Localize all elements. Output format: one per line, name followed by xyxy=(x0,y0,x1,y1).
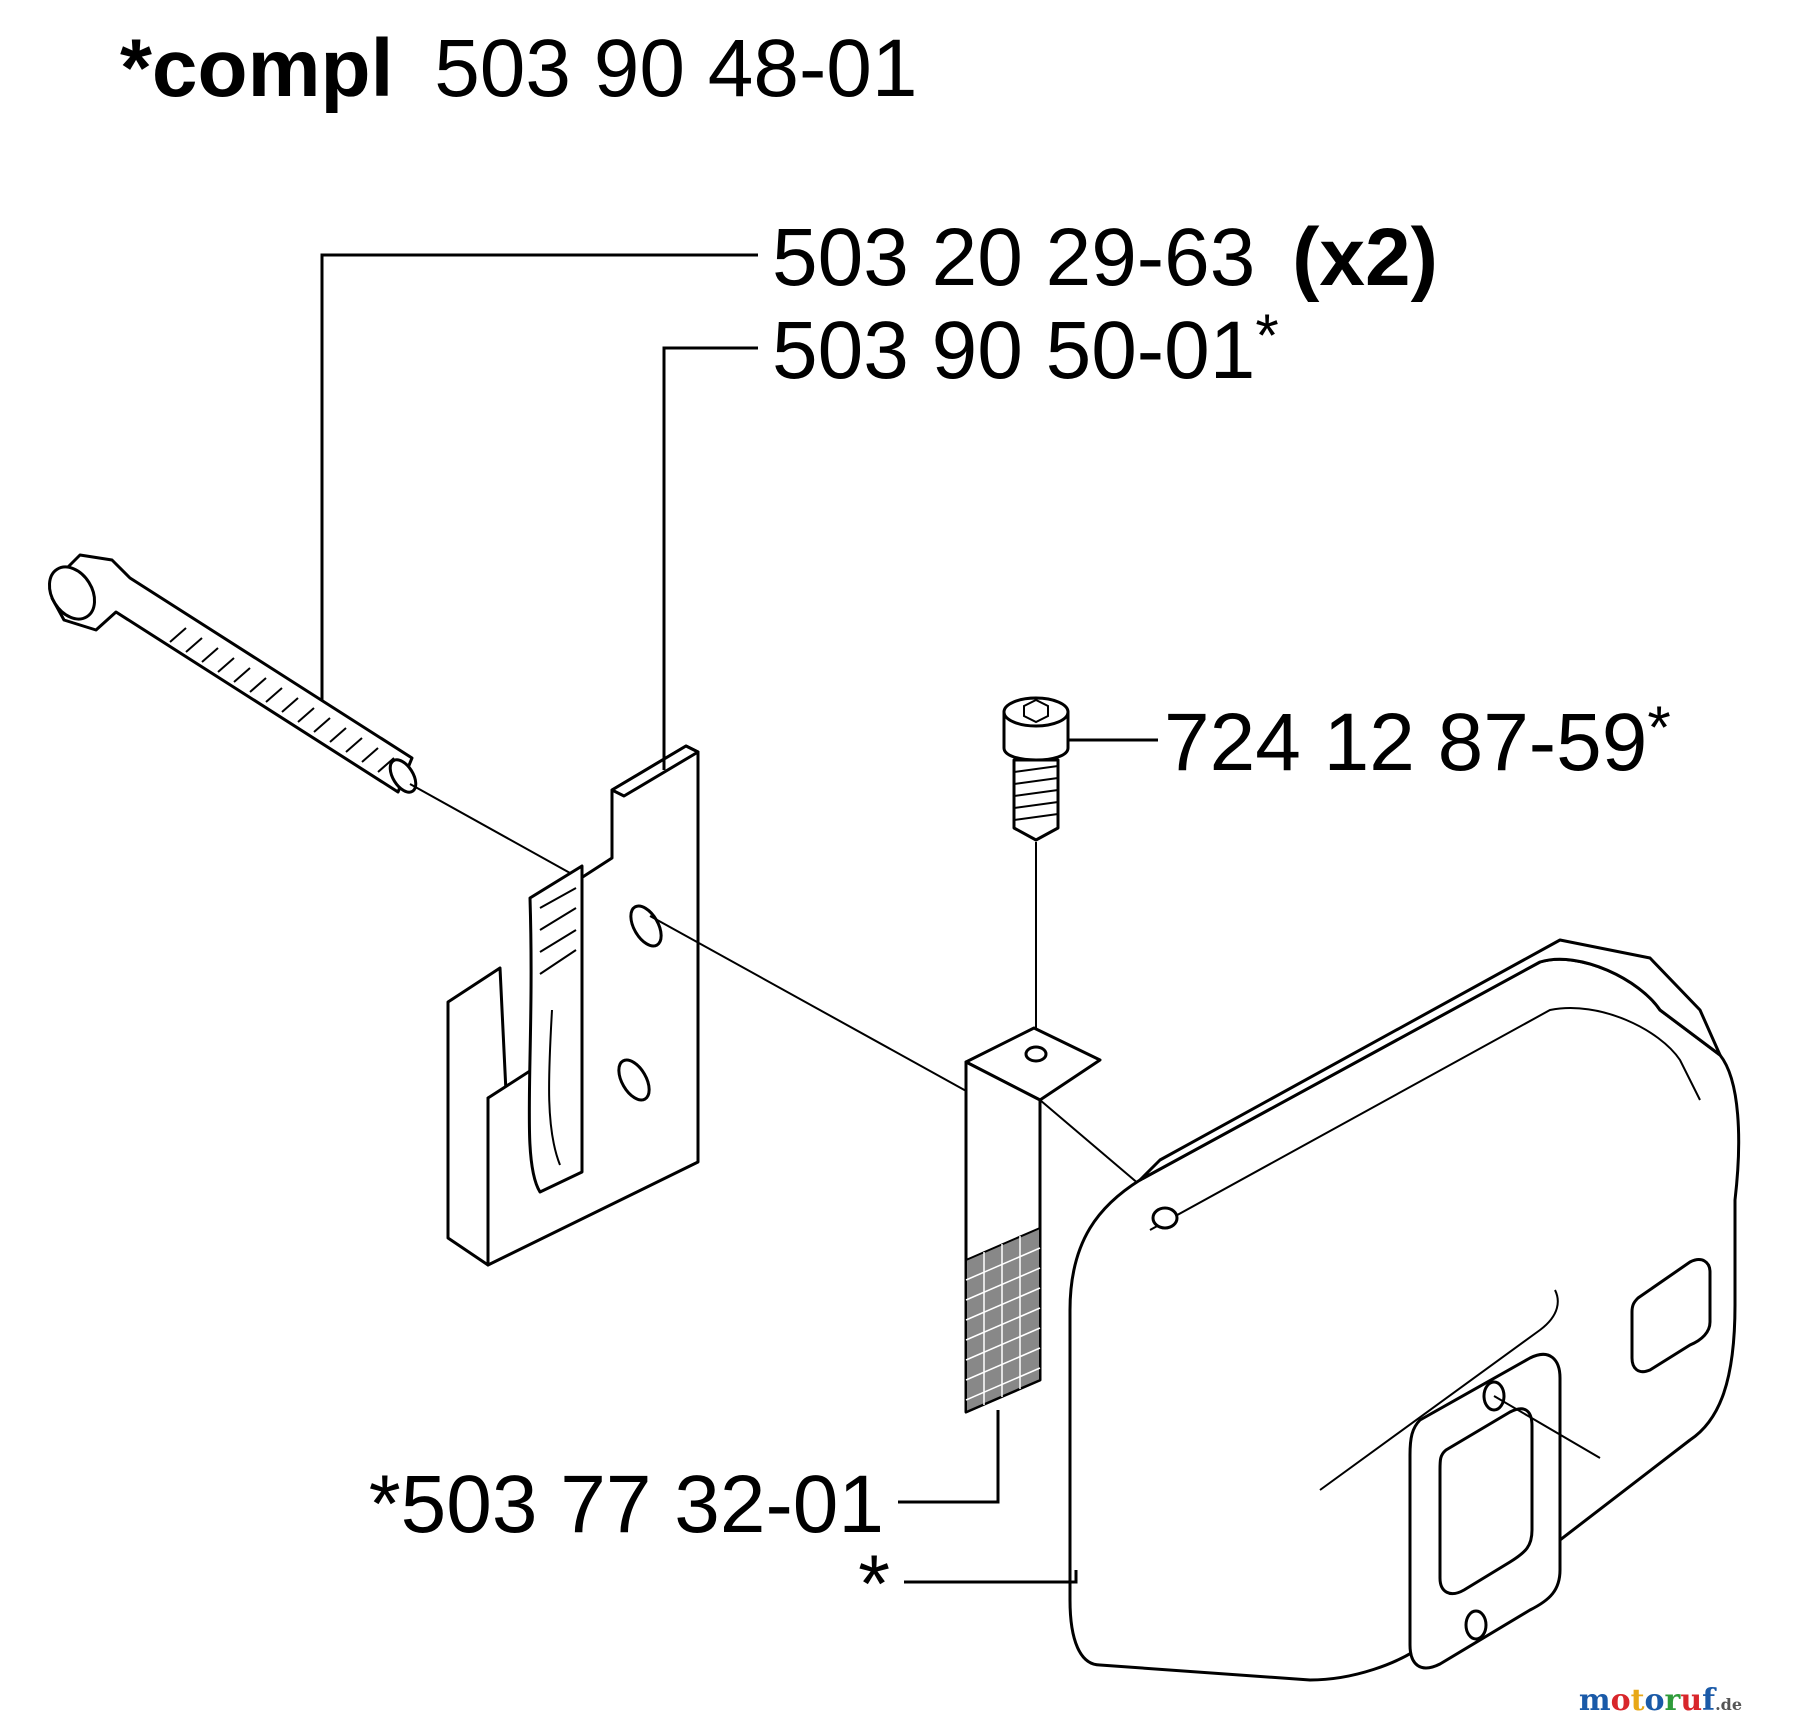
bolt-quantity: (x2) xyxy=(1292,212,1438,303)
watermark-tld: .de xyxy=(1715,1695,1742,1714)
screen-axis-line xyxy=(1039,1099,1141,1186)
watermark-letter: u xyxy=(1680,1683,1702,1718)
screw-asterisk: * xyxy=(1647,694,1670,761)
muffler-part xyxy=(1068,938,1741,1682)
plate-hole-axis-line xyxy=(649,915,969,1093)
plate-leader-line xyxy=(662,346,758,770)
spark-screen-part xyxy=(964,1026,1102,1414)
assembly-title-number: 503 90 48-01 xyxy=(434,23,917,114)
mounting-plate-part xyxy=(446,744,700,1267)
bolt-axis-line xyxy=(409,783,589,884)
bolt-leader-line xyxy=(320,253,758,700)
watermark-letter: t xyxy=(1631,1683,1645,1718)
cap-screw-part xyxy=(1002,696,1070,842)
watermark-letter: o xyxy=(1645,1683,1665,1718)
watermark-letter: r xyxy=(1665,1683,1682,1718)
muffler-hole-axis-line xyxy=(1493,1395,1601,1459)
plate-asterisk: * xyxy=(1255,302,1278,369)
long-bolt-part xyxy=(47,553,418,794)
assembly-title-prefix: *compl xyxy=(120,23,393,114)
watermark-letter: m xyxy=(1579,1683,1611,1718)
screw-callout: 724 12 87-59* xyxy=(1164,694,1671,788)
screen-leader-line xyxy=(898,1410,1000,1504)
watermark-logo: motoruf.de xyxy=(1579,1683,1742,1718)
screw-part-number: 724 12 87-59 xyxy=(1164,697,1647,788)
muffler-leader-line xyxy=(904,1570,1078,1584)
bolt-part-number: 503 20 29-63 xyxy=(772,212,1255,303)
watermark-letter: f xyxy=(1702,1683,1717,1718)
bolt-callout: 503 20 29-63 (x2) xyxy=(772,212,1438,303)
muffler-callout: * xyxy=(858,1539,890,1630)
plate-callout: 503 90 50-01* xyxy=(772,302,1279,396)
plate-part-number: 503 90 50-01 xyxy=(772,305,1255,396)
screen-callout: *503 77 32-01 xyxy=(369,1459,884,1550)
watermark-letter: o xyxy=(1611,1683,1631,1718)
assembly-title: *compl 503 90 48-01 xyxy=(120,23,918,114)
